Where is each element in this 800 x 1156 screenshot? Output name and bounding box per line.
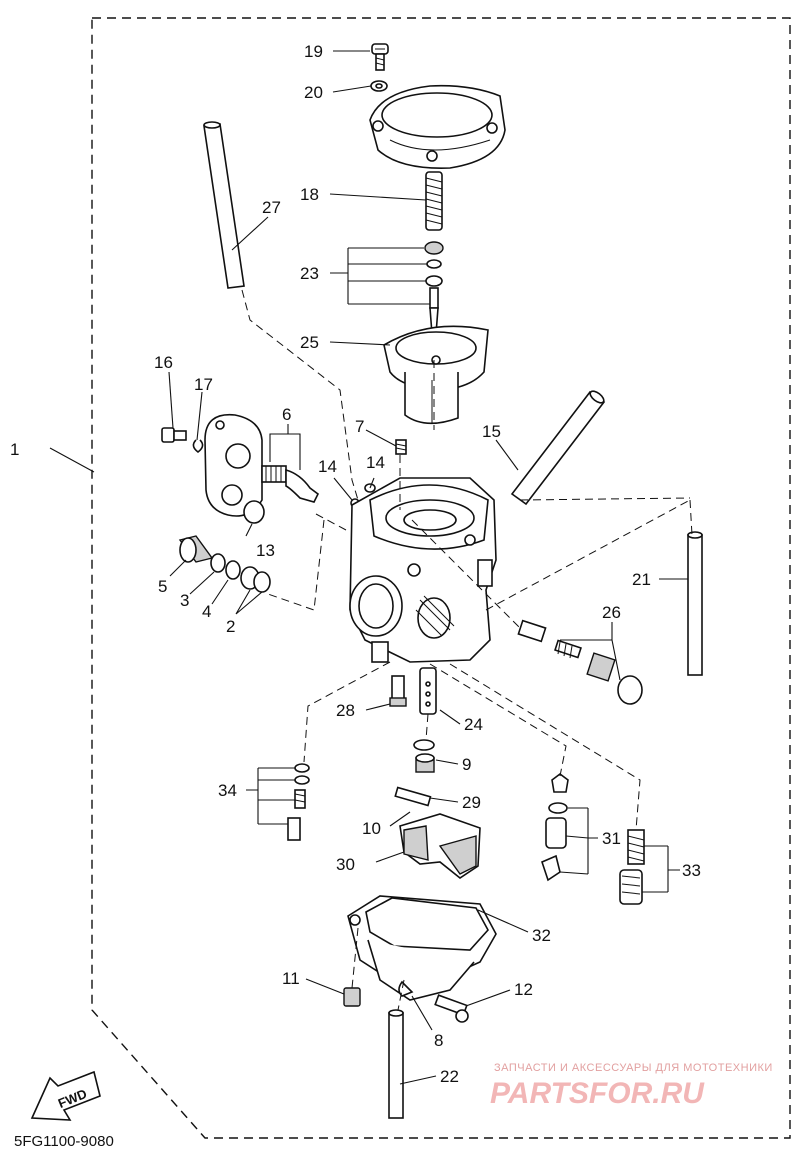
part-carburetor-body (349, 477, 497, 663)
callout-11: 11 (282, 969, 300, 988)
callout-9: 9 (462, 755, 471, 774)
callout-20: 20 (304, 83, 323, 102)
callout-21: 21 (632, 570, 651, 589)
part-16-screw (161, 427, 187, 443)
callout-32: 32 (532, 926, 551, 945)
part-8-clip (398, 980, 414, 997)
callout-26: 26 (602, 603, 621, 622)
part-9-main-jet (413, 739, 435, 773)
part-24-needle-jet (419, 667, 437, 715)
leader-lines (49, 50, 688, 1085)
callout-33: 33 (682, 861, 701, 880)
part-4-washer (225, 560, 241, 580)
part-29-pin (394, 786, 432, 807)
callout-6: 6 (282, 405, 291, 424)
callout-14a: 14 (318, 457, 337, 476)
callout-labels: 1 2 3 4 5 6 7 8 9 10 11 12 13 14 14 15 1… (10, 42, 701, 1086)
callout-34: 34 (218, 781, 237, 800)
callout-13: 13 (256, 541, 275, 560)
fwd-arrow-icon: FWD (30, 1070, 101, 1121)
callout-19: 19 (304, 42, 323, 61)
callout-29: 29 (462, 793, 481, 812)
part-32-float-bowl (347, 895, 497, 1001)
part-6-plunger (261, 465, 320, 503)
part-top-cover (369, 84, 506, 169)
callout-8: 8 (434, 1031, 443, 1050)
part-17-clip (192, 439, 204, 454)
callout-28: 28 (336, 701, 355, 720)
callout-15: 15 (482, 422, 501, 441)
callout-27: 27 (262, 198, 281, 217)
part-5-cap (178, 535, 214, 563)
part-12-screw (434, 994, 469, 1023)
part-28-jet (389, 675, 407, 707)
part-27-hose (203, 121, 245, 289)
part-3-washer (210, 553, 226, 573)
part-31-needle-valve (541, 773, 569, 882)
callout-5: 5 (158, 577, 167, 596)
callout-30: 30 (336, 855, 355, 874)
callout-4: 4 (202, 602, 211, 621)
diagram-code: 5FG1100-9080 (14, 1133, 114, 1150)
callout-22: 22 (440, 1067, 459, 1086)
callout-17: 17 (194, 375, 213, 394)
part-21-hose (687, 531, 703, 676)
callout-1: 1 (10, 440, 19, 459)
part-18-spring (425, 171, 443, 231)
part-30-float (399, 813, 481, 879)
part-22-hose (388, 1009, 404, 1119)
part-11-screw (343, 987, 361, 1007)
callout-16: 16 (154, 353, 173, 372)
watermark-tagline: ЗАПЧАСТИ И АКСЕССУАРЫ ДЛЯ МОТОТЕХНИКИ (494, 1062, 773, 1074)
part-26-pilot-screw-set (517, 619, 643, 705)
part-choke-cover (204, 413, 263, 517)
assembly-lines (241, 289, 693, 1011)
callout-14b: 14 (366, 453, 385, 472)
callout-25: 25 (300, 333, 319, 352)
callout-31: 31 (602, 829, 621, 848)
callout-12: 12 (514, 980, 533, 999)
part-15-hose (510, 390, 606, 506)
callout-2: 2 (226, 617, 235, 636)
part-7-screw (395, 439, 407, 455)
part-20-washer (370, 80, 388, 92)
callout-23: 23 (300, 264, 319, 283)
part-2-seal (240, 566, 271, 593)
part-13-o-ring (243, 500, 265, 524)
callout-24: 24 (464, 715, 483, 734)
part-33-screw-set (619, 829, 645, 905)
callout-7: 7 (355, 417, 364, 436)
part-19-screw (371, 43, 389, 71)
callout-10: 10 (362, 819, 381, 838)
part-25-piston-valve (383, 325, 489, 425)
callout-18: 18 (300, 185, 319, 204)
watermark-brand: PARTSFOR.RU (490, 1077, 705, 1110)
callout-3: 3 (180, 591, 189, 610)
part-34-screw-set (287, 763, 310, 841)
watermark: ЗАПЧАСТИ И АКСЕССУАРЫ ДЛЯ МОТОТЕХНИКИ PA… (490, 1062, 773, 1110)
